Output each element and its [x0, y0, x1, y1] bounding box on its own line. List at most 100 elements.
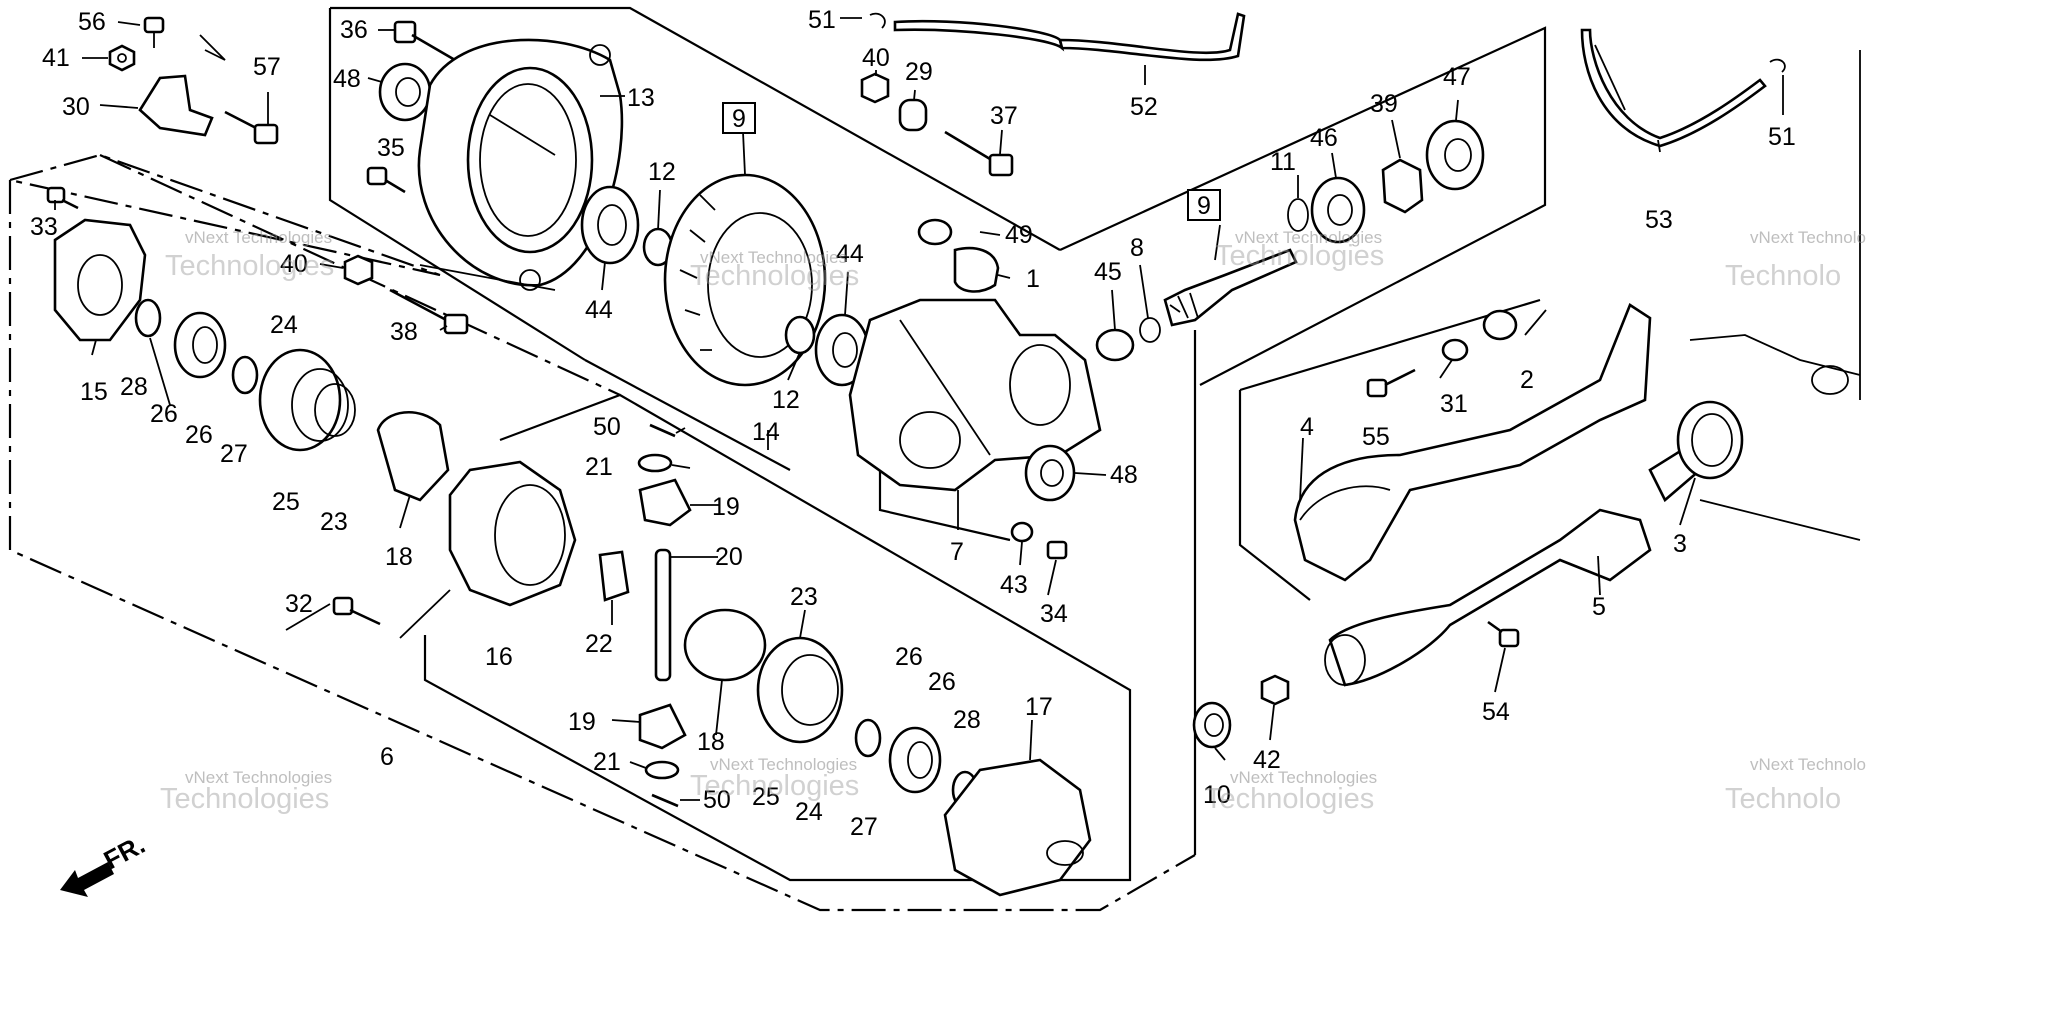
callout-26: 26: [185, 421, 213, 449]
callout-23: 23: [320, 508, 348, 536]
callout-50: 50: [593, 413, 621, 441]
callout-19: 19: [712, 493, 740, 521]
callout-34: 34: [1040, 600, 1068, 628]
callout-28: 28: [120, 373, 148, 401]
callout-7: 7: [950, 538, 964, 566]
callout-40: 40: [862, 44, 890, 72]
callout-31: 31: [1440, 390, 1468, 418]
callout-44: 44: [836, 240, 864, 268]
hose-parts: [860, 12, 1786, 177]
svg-text:vNext Technolo: vNext Technolo: [1750, 755, 1866, 774]
svg-text:9: 9: [732, 105, 746, 133]
svg-text:Technologies: Technologies: [160, 783, 329, 815]
callout-41: 41: [42, 44, 70, 72]
callout-35: 35: [377, 134, 405, 162]
callout-2: 2: [1520, 366, 1534, 394]
callout-23: 23: [790, 583, 818, 611]
callout-30: 30: [62, 93, 90, 121]
callout-46: 46: [1310, 124, 1338, 152]
svg-text:vNext Technologies: vNext Technologies: [185, 768, 332, 787]
callout-54: 54: [1482, 698, 1510, 726]
callout-15: 15: [80, 378, 108, 406]
callout-12: 12: [648, 158, 676, 186]
callout-52: 52: [1130, 93, 1158, 121]
callout-9-pinion: 9: [1187, 189, 1221, 221]
leader-lines: [54, 17, 1784, 801]
svg-text:Technologies: Technologies: [165, 250, 334, 282]
watermarks: vNext Technologies Technologies vNext Te…: [160, 228, 1866, 815]
callout-25: 25: [272, 488, 300, 516]
svg-text:Technologies: Technologies: [1215, 240, 1384, 272]
callout-11: 11: [1270, 148, 1296, 176]
callout-16: 16: [485, 643, 513, 671]
svg-text:Technolo: Technolo: [1725, 783, 1841, 815]
callout-42: 42: [1253, 746, 1281, 774]
callout-26: 26: [895, 643, 923, 671]
callout-45: 45: [1094, 258, 1122, 286]
callout-37: 37: [990, 102, 1018, 130]
callout-47: 47: [1443, 63, 1471, 91]
callout-49: 49: [1005, 221, 1033, 249]
callout-32: 32: [285, 590, 313, 618]
svg-text:9: 9: [1197, 192, 1211, 220]
callouts: 56 41 30 57 36 48 35 13 33 40 38 44 12 9…: [30, 6, 1796, 841]
differential-parts: [53, 218, 1092, 897]
callout-50: 50: [703, 786, 731, 814]
svg-text:Technologies: Technologies: [690, 260, 859, 292]
callout-9-upper: 9: [722, 102, 756, 134]
driveshaft-parts: [1192, 303, 1861, 749]
svg-text:vNext Technologies: vNext Technologies: [700, 248, 847, 267]
callout-55: 55: [1362, 423, 1390, 451]
svg-text:vNext Technologies: vNext Technologies: [1235, 228, 1382, 247]
callout-27: 27: [220, 440, 248, 468]
pinion-parts: [784, 119, 1485, 560]
callout-36: 36: [340, 16, 368, 44]
callout-33: 33: [30, 213, 58, 241]
assembly-boundaries: [8, 6, 1861, 912]
callout-38: 38: [390, 318, 418, 346]
callout-19: 19: [568, 708, 596, 736]
callout-57: 57: [253, 53, 281, 81]
svg-text:vNext Technolo: vNext Technolo: [1750, 228, 1866, 247]
callout-25: 25: [752, 783, 780, 811]
callout-51: 51: [1768, 123, 1796, 151]
callout-21: 21: [593, 748, 621, 776]
callout-39: 39: [1370, 90, 1398, 118]
callout-3: 3: [1673, 530, 1687, 558]
callout-26: 26: [928, 668, 956, 696]
svg-text:Technologies: Technologies: [690, 770, 859, 802]
svg-text:Technolo: Technolo: [1725, 260, 1841, 292]
callout-48: 48: [1110, 461, 1138, 489]
callout-20: 20: [715, 543, 743, 571]
callout-1: 1: [1026, 265, 1040, 293]
callout-8: 8: [1130, 234, 1144, 262]
callout-17: 17: [1025, 693, 1053, 721]
callout-13: 13: [627, 84, 655, 112]
callout-18: 18: [385, 543, 413, 571]
svg-text:vNext Technologies: vNext Technologies: [1230, 768, 1377, 787]
callout-56: 56: [78, 8, 106, 36]
callout-28: 28: [953, 706, 981, 734]
callout-18: 18: [697, 728, 725, 756]
svg-text:vNext Technologies: vNext Technologies: [710, 755, 857, 774]
callout-6: 6: [380, 743, 394, 771]
upper-case-parts: [46, 16, 827, 387]
callout-14: 14: [752, 418, 780, 446]
callout-22: 22: [585, 630, 613, 658]
callout-48: 48: [333, 65, 361, 93]
svg-text:Technologies: Technologies: [1205, 783, 1374, 815]
callout-29: 29: [905, 58, 933, 86]
callout-24: 24: [270, 311, 298, 339]
callout-10: 10: [1203, 781, 1231, 809]
front-direction-marker: FR.: [60, 829, 150, 897]
callout-51: 51: [808, 6, 836, 34]
callout-12: 12: [772, 386, 800, 414]
callout-5: 5: [1592, 593, 1606, 621]
callout-40: 40: [280, 250, 308, 278]
callout-26: 26: [150, 400, 178, 428]
callout-53: 53: [1645, 206, 1673, 234]
callout-21: 21: [585, 453, 613, 481]
callout-24: 24: [795, 798, 823, 826]
svg-text:vNext Technologies: vNext Technologies: [185, 228, 332, 247]
